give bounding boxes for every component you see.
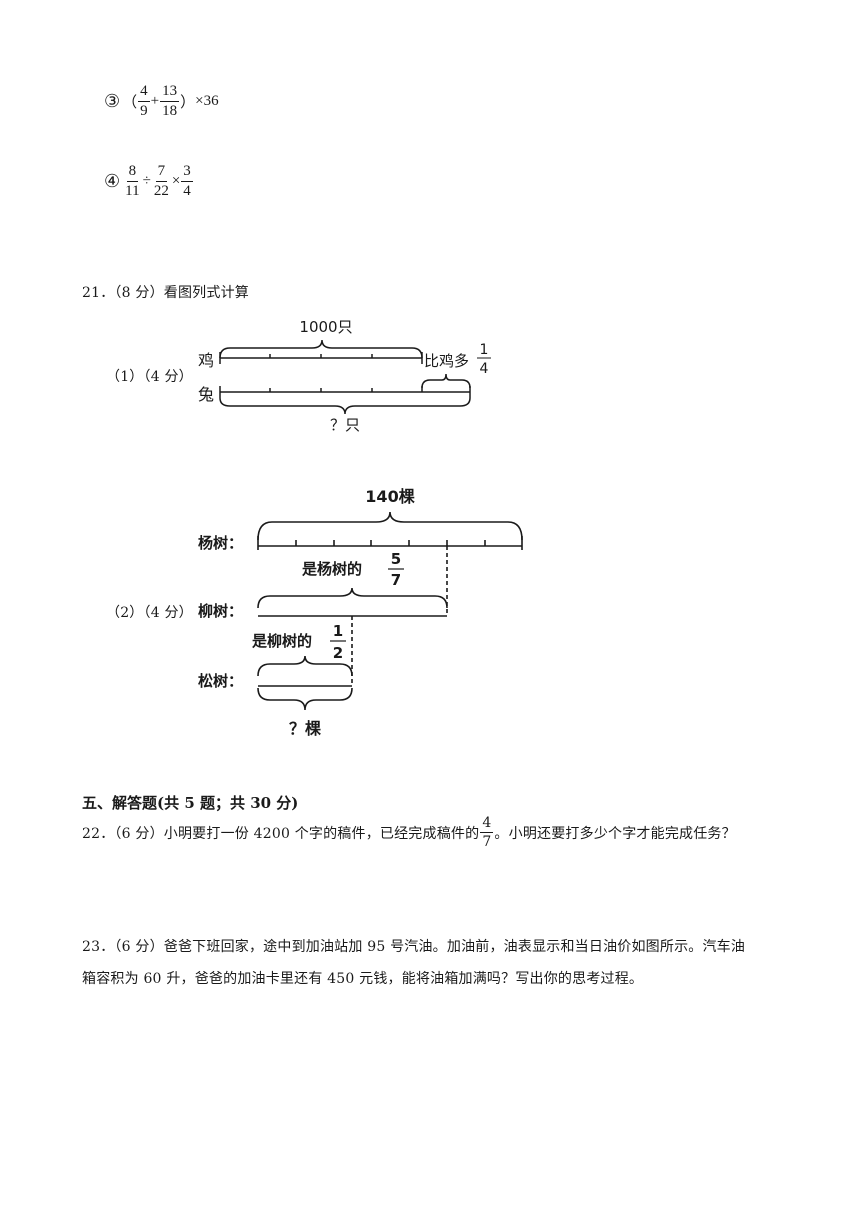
times-sign: × (171, 173, 181, 189)
times-36: ×36 (195, 93, 219, 109)
brace-poplar-total (257, 511, 523, 541)
label-1000: 1000只 (299, 318, 352, 336)
frac-1-2-den: 2 (333, 644, 343, 662)
label-more-than-chicken: 比鸡多 (424, 352, 469, 370)
frac-quarter-num: 1 (480, 342, 489, 358)
item-number-4: ④ (104, 171, 121, 191)
fraction-13-18: 13 18 (160, 83, 180, 119)
question-22: 22．（6 分）小明要打一份 4200 个字的稿件，已经完成稿件的 4 7 。小… (82, 816, 736, 849)
brace-willow-total (257, 587, 448, 609)
question-22-text-post: 。小明还要打多少个字才能完成任务？ (494, 825, 736, 842)
left-paren: （ (122, 95, 138, 111)
frac-quarter-den: 4 (480, 361, 489, 377)
label-unknown-pines: ？棵 (289, 719, 321, 738)
question-23-line-1: 23．（6 分）爸爸下班回家，途中到加油站加 95 号汽油。加油前，油表显示和当… (82, 939, 746, 955)
label-rabbit: 兔 (198, 385, 214, 404)
label-pine: 松树： (198, 672, 243, 690)
question-21-title: 21．（8 分）看图列式计算 (82, 285, 249, 301)
brace-extra (421, 373, 471, 389)
fraction-4-7: 4 7 (480, 815, 494, 850)
question-23-line-2: 箱容积为 60 升，爸爸的加油卡里还有 450 元钱，能将油箱加满吗？写出你的思… (82, 971, 644, 987)
right-paren: ） (180, 95, 196, 111)
diagram-trees: 140棵 杨树： 是杨树的 5 7 柳树： 是柳树的 1 2 松树： ？棵 (198, 487, 523, 738)
label-unknown-rabbits: ？只 (330, 416, 360, 434)
brace-pine-bottom (257, 687, 353, 711)
frac-5-7-den: 7 (391, 571, 401, 589)
item-number-3: ③ (104, 91, 121, 111)
frac-1-2-num: 1 (333, 622, 343, 640)
plus-sign: + (150, 93, 160, 109)
question-22-text-pre: 22．（6 分）小明要打一份 4200 个字的稿件，已经完成稿件的 (82, 825, 480, 842)
fraction-3-4: 3 4 (181, 163, 193, 199)
divide-sign: ÷ (142, 173, 151, 189)
label-140: 140棵 (365, 487, 414, 506)
diagram-chicken-rabbit: 1000只 鸡 兔 比鸡多 1 4 ？只 (198, 318, 491, 434)
label-is-willow: 是柳树的 (251, 632, 312, 650)
brace-chicken-total (219, 339, 423, 359)
label-is-poplar: 是杨树的 (301, 560, 362, 578)
expression-item-3: ③ （ 4 9 + 13 18 ） ×36 (104, 84, 219, 119)
q21-part2-label: （2）（4 分） (106, 605, 193, 621)
expression-item-4: ④ 8 11 ÷ 7 22 × 3 4 (104, 164, 194, 199)
brace-rabbit-total (219, 397, 471, 415)
fraction-7-22: 7 22 (153, 163, 169, 199)
label-poplar: 杨树： (198, 534, 243, 552)
brace-pine-top (257, 655, 353, 677)
q21-part1-label: （1）（4 分） (106, 369, 193, 385)
section-5-heading: 五、解答题(共 5 题；共 30 分) (82, 794, 299, 812)
label-chicken: 鸡 (198, 351, 214, 370)
frac-5-7-num: 5 (391, 550, 401, 568)
fraction-4-9: 4 9 (138, 83, 150, 119)
fraction-8-11: 8 11 (125, 163, 140, 199)
label-willow: 柳树： (198, 602, 243, 620)
